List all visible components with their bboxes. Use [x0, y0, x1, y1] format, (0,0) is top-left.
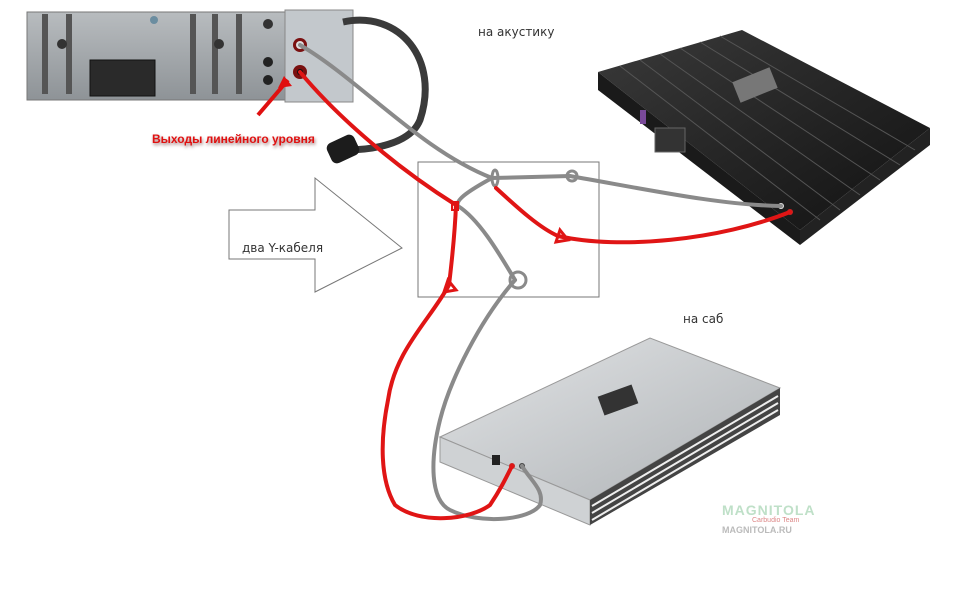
- iso-connector: [89, 59, 156, 97]
- screw-icon: [150, 16, 158, 24]
- screw-icon: [214, 39, 224, 49]
- y-cables-label: два Y-кабеля: [242, 241, 324, 255]
- amp-logo: [732, 67, 778, 103]
- y-cable-arrow: [228, 176, 403, 293]
- watermark-site: MAGNITOLA.RU: [722, 525, 792, 535]
- amp-sub: [438, 337, 782, 526]
- amp-logo: [597, 384, 639, 416]
- watermark-subtitle: Carbudio Team: [752, 517, 800, 524]
- watermark-logo: MAGNITOLA: [722, 502, 816, 518]
- screw-icon: [263, 19, 273, 29]
- y-cable-frame: [417, 161, 600, 298]
- line-outputs-label: Выходы линейного уровня: [152, 132, 315, 146]
- antenna-plug: [326, 134, 360, 164]
- red-cable: [298, 70, 792, 521]
- amp-speakers: [598, 30, 930, 245]
- screw-icon: [57, 39, 67, 49]
- to-speakers-label: на акустику: [478, 25, 555, 39]
- to-sub-label: на саб: [683, 312, 724, 326]
- head-unit: [26, 9, 429, 164]
